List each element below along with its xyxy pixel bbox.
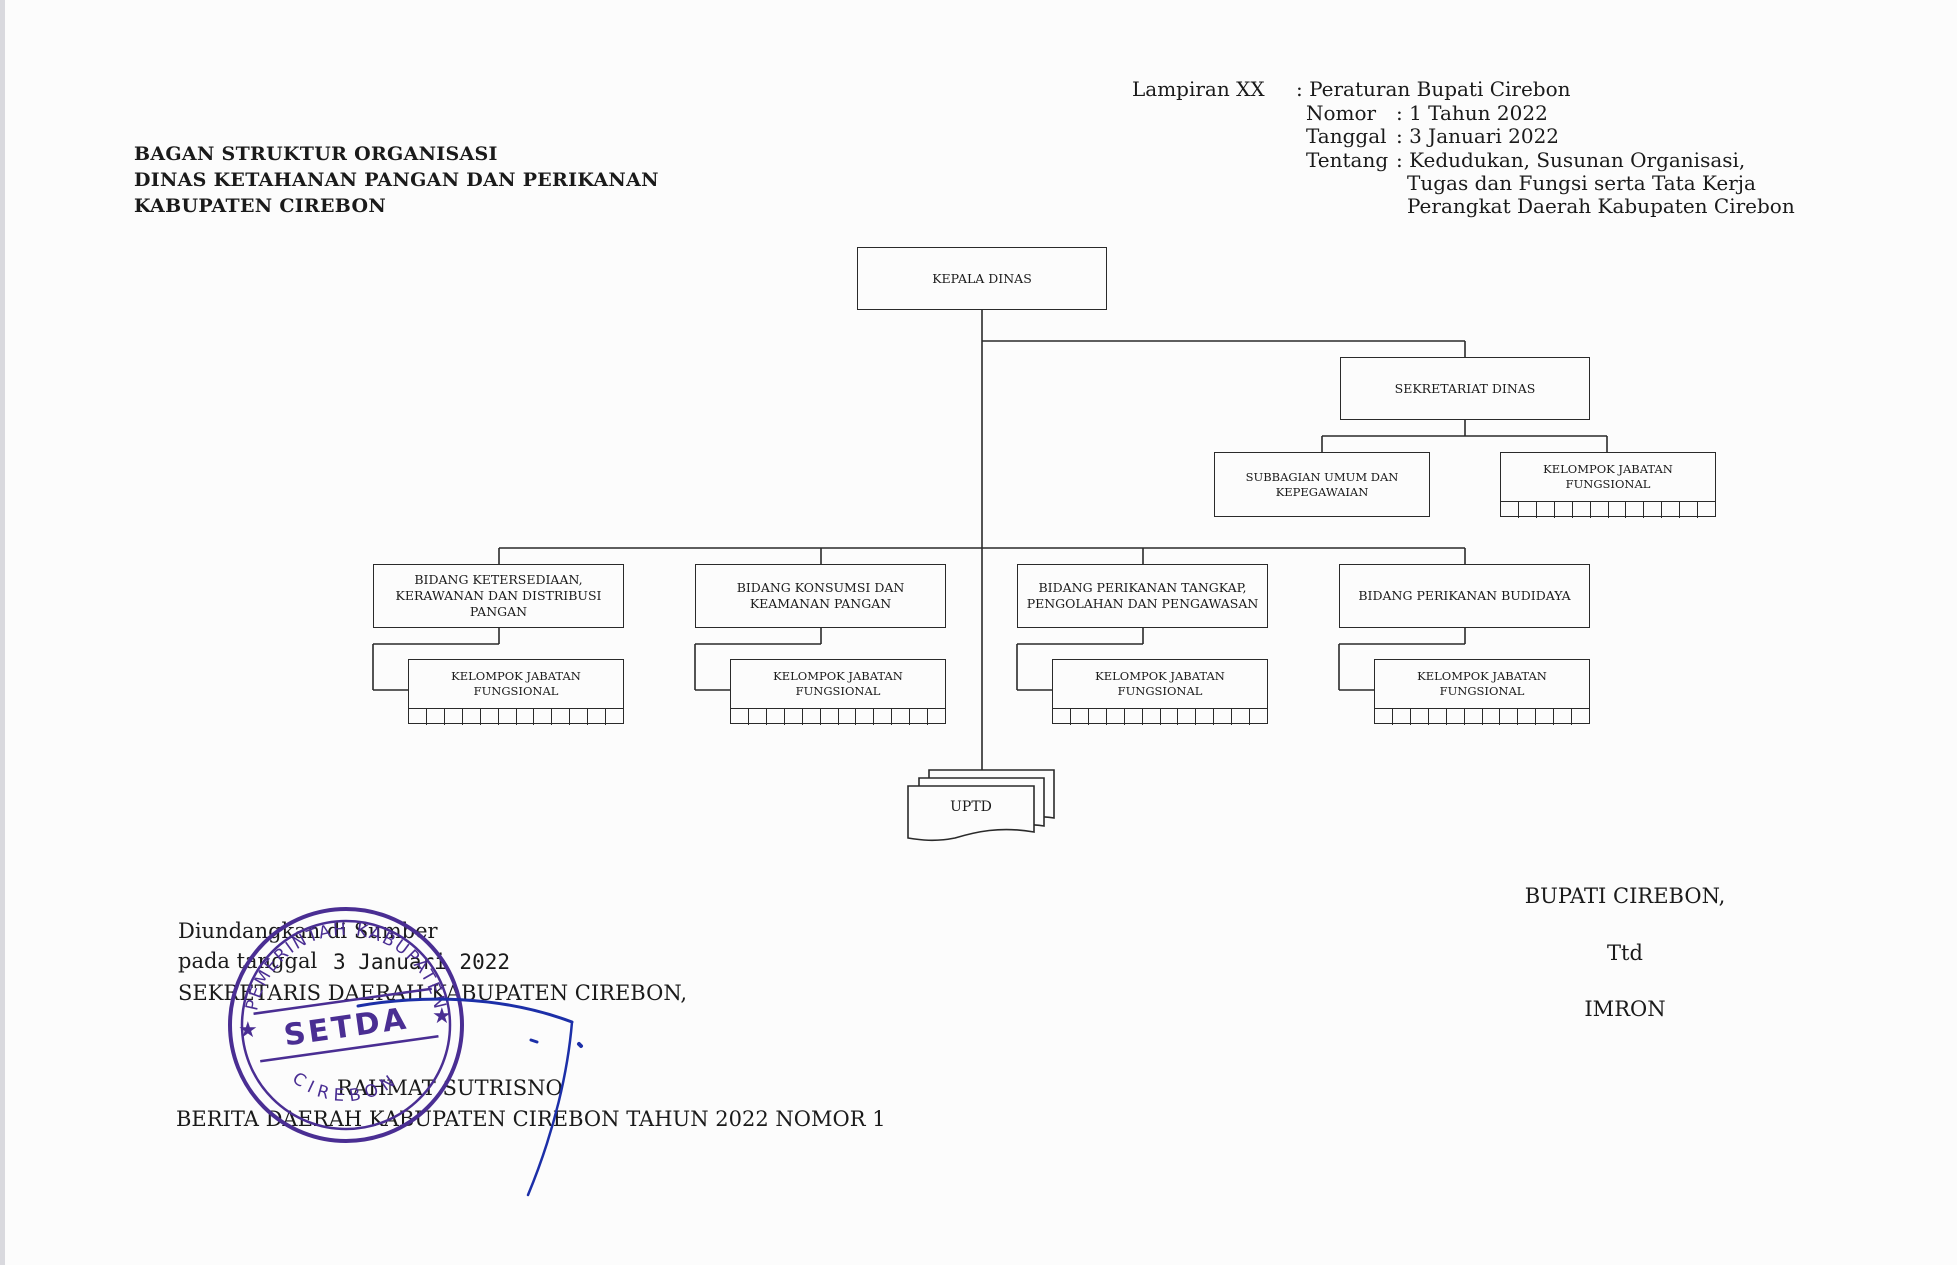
kjf-cells <box>731 708 945 725</box>
box-bidang-perikanan-tangkap: BIDANG PERIKANAN TANGKAP, PENGOLAHAN DAN… <box>1017 564 1268 628</box>
box-kepala-dinas: KEPALA DINAS <box>857 247 1107 310</box>
uptd-shape <box>907 769 1055 842</box>
box-kjf-bidang-1: KELOMPOK JABATAN FUNGSIONAL <box>408 659 624 725</box>
setda-stamp: PEMERINTAH KABUPATEN CIREBON SETDA ★ ★ <box>228 907 464 1143</box>
box-bidang-perikanan-budidaya: BIDANG PERIKANAN BUDIDAYA <box>1339 564 1590 628</box>
box-bidang-konsumsi: BIDANG KONSUMSI DAN KEAMANAN PANGAN <box>695 564 946 628</box>
box-kjf-bidang-3: KELOMPOK JABATAN FUNGSIONAL <box>1052 659 1268 725</box>
lampiran-tentang-line1: : Kedudukan, Susunan Organisasi, <box>1396 148 1746 172</box>
box-kjf-bidang-4: KELOMPOK JABATAN FUNGSIONAL <box>1374 659 1590 725</box>
lampiran-tentang-label: Tentang <box>1306 148 1389 172</box>
lampiran-nomor-label: Nomor <box>1306 101 1377 125</box>
kjf-label: KELOMPOK JABATAN FUNGSIONAL <box>773 669 903 698</box>
kjf-label: KELOMPOK JABATAN FUNGSIONAL <box>1417 669 1547 698</box>
bupati-title: BUPATI CIREBON, <box>1524 884 1726 908</box>
kjf-cells <box>409 708 623 725</box>
kjf-label: KELOMPOK JABATAN FUNGSIONAL <box>451 669 581 698</box>
box-sekretariat-dinas: SEKRETARIAT DINAS <box>1340 357 1590 420</box>
box-kjf-bidang-2: KELOMPOK JABATAN FUNGSIONAL <box>730 659 946 725</box>
lampiran-regulation: : Peraturan Bupati Cirebon <box>1296 77 1571 101</box>
stamp-star-left: ★ <box>238 1018 258 1043</box>
title-line-3: KABUPATEN CIREBON <box>134 195 387 217</box>
title-line-1: BAGAN STRUKTUR ORGANISASI <box>134 143 498 165</box>
box-kjf-sekretariat: KELOMPOK JABATAN FUNGSIONAL <box>1500 452 1716 518</box>
kjf-cells <box>1375 708 1589 725</box>
box-bidang-ketersediaan: BIDANG KETERSEDIAAN, KERAWANAN DAN DISTR… <box>373 564 624 628</box>
lampiran-tentang-line3: Perangkat Daerah Kabupaten Cirebon <box>1407 194 1795 218</box>
document-title: BAGAN STRUKTUR ORGANISASI DINAS KETAHANA… <box>134 141 659 219</box>
lampiran-nomor-value: : 1 Tahun 2022 <box>1396 101 1548 125</box>
title-line-2: DINAS KETAHANAN PANGAN DAN PERIKANAN <box>134 169 659 191</box>
uptd-label: UPTD <box>950 799 992 815</box>
diundangkan-text: Diundangkan di Sumber <box>178 919 438 943</box>
kjf-cells <box>1053 708 1267 725</box>
sekda-title: SEKRETARIS DAERAH KABUPATEN CIREBON, <box>178 981 688 1005</box>
signature-ttd: Ttd <box>1607 941 1643 965</box>
lampiran-label: Lampiran XX <box>1132 77 1265 101</box>
lampiran-tentang-line2: Tugas dan Fungsi serta Tata Kerja <box>1407 171 1756 195</box>
lampiran-tanggal-value: : 3 Januari 2022 <box>1396 124 1560 148</box>
kjf-label: KELOMPOK JABATAN FUNGSIONAL <box>1095 669 1225 698</box>
scan-edge <box>0 0 5 1265</box>
kjf-label: KELOMPOK JABATAN FUNGSIONAL <box>1543 462 1673 491</box>
stamp-star-right: ★ <box>432 1004 452 1029</box>
bupati-name: IMRON <box>1584 997 1666 1021</box>
lampiran-tanggal-label: Tanggal <box>1306 124 1387 148</box>
box-subbagian-umum: SUBBAGIAN UMUM DAN KEPEGAWAIAN <box>1214 452 1430 517</box>
kjf-cells <box>1501 501 1715 518</box>
